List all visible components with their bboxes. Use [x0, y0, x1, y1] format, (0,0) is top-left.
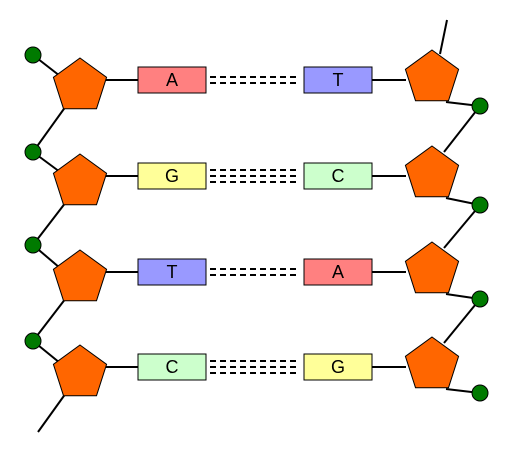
left-backbone-link: [32, 105, 67, 153]
base-box-T: [303, 66, 373, 94]
sugar-pentagon: [52, 57, 108, 110]
base-box-A: [303, 258, 373, 286]
base-label: A: [332, 262, 344, 282]
right-backbone-link: [443, 298, 481, 344]
right-backbone-link: [443, 204, 481, 249]
left-strand-end: [37, 392, 67, 433]
phosphate-circle: [471, 384, 489, 402]
sugar-pentagon: [52, 344, 108, 397]
base-box-C: [303, 162, 373, 190]
left-backbone-link: [32, 297, 67, 342]
phosphate-circle: [471, 97, 489, 115]
sugar-pentagon: [404, 145, 460, 198]
sugar-pentagon: [404, 241, 460, 294]
phosphate-circle: [471, 290, 489, 308]
bases: A T G C T A C G: [137, 66, 373, 381]
base-label: G: [331, 357, 345, 377]
hydrogen-bonds: [210, 76, 300, 374]
sugars: [52, 49, 460, 397]
phosphate-circle: [24, 332, 42, 350]
base-box-G: [303, 353, 373, 381]
base-box-T: [137, 258, 207, 286]
sugar-pentagon: [404, 49, 460, 102]
base-label: C: [166, 357, 179, 377]
phosphate-circle: [471, 196, 489, 214]
phosphate-circle: [24, 46, 42, 64]
phosphate-circle: [24, 236, 42, 254]
right-backbone-link: [443, 105, 481, 153]
base-label: C: [332, 166, 345, 186]
sugar-pentagon: [52, 153, 108, 206]
base-label: A: [166, 70, 178, 90]
base-box-G: [137, 162, 207, 190]
base-box-C: [137, 353, 207, 381]
phosphate-circle: [24, 143, 42, 161]
phosphates: [24, 46, 489, 402]
sugar-pentagon: [52, 249, 108, 302]
base-label: T: [333, 70, 344, 90]
base-box-A: [137, 66, 207, 94]
base-label: G: [165, 166, 179, 186]
right-strand-end: [439, 19, 448, 55]
base-label: T: [167, 262, 178, 282]
sugar-pentagon: [404, 336, 460, 389]
left-backbone-link: [32, 201, 67, 246]
